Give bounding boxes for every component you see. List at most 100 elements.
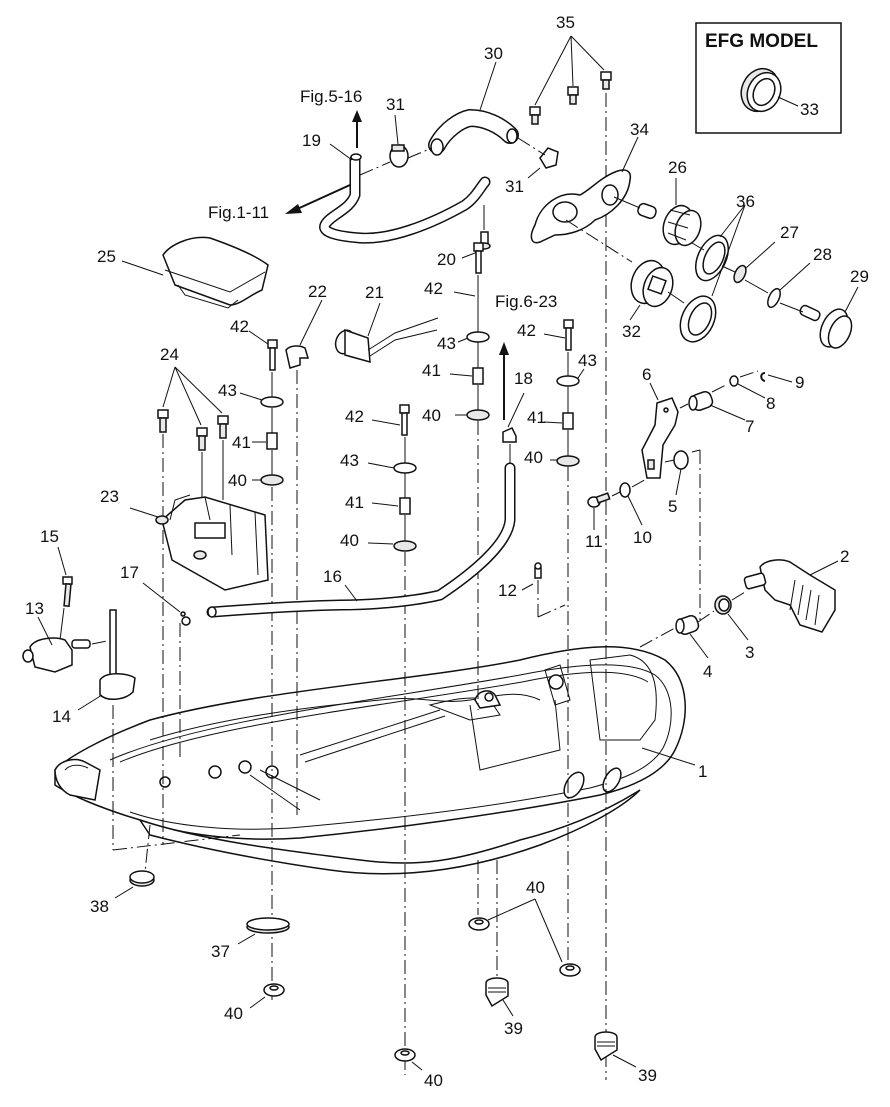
callout-28: 28: [813, 245, 832, 264]
part-31-clamp-right: [539, 147, 559, 169]
callout-26: 26: [668, 158, 687, 177]
inset-title: EFG MODEL: [705, 31, 818, 52]
callout-21: 21: [365, 283, 384, 302]
part-25-cover: [162, 236, 269, 309]
efg-model-inset: EFG MODEL 33: [695, 22, 842, 134]
part-39-cushion-a: [485, 977, 509, 1008]
callout-43-b: 43: [340, 451, 359, 470]
ref-fig-1-11: Fig.1-11: [208, 203, 269, 222]
part-26-fitting: [637, 202, 702, 247]
callout-16: 16: [323, 567, 342, 586]
part-8-washer: [729, 375, 739, 387]
part-22-clip: [285, 345, 310, 369]
callout-24: 24: [160, 345, 179, 364]
part-17-clip: [180, 611, 191, 626]
part-40-grommet-e: [263, 983, 285, 997]
callout-3: 3: [745, 643, 754, 662]
callout-42-a: 42: [230, 317, 249, 336]
part-32-plug: [630, 259, 674, 308]
callout-20: 20: [437, 250, 456, 269]
part-7-spacer: [688, 391, 714, 411]
part-11-bolt: [587, 492, 611, 508]
callout-40-d: 40: [524, 448, 543, 467]
part-29-plug: [799, 304, 853, 349]
callout-41-c: 41: [422, 361, 441, 380]
part-18-nut: [502, 427, 517, 443]
part-40-grommet-f: [468, 917, 581, 977]
callout-5: 5: [668, 497, 677, 516]
part-27-ring: [733, 264, 747, 284]
callout-10: 10: [633, 528, 652, 547]
part-15-bolt: [62, 576, 73, 608]
callout-27: 27: [780, 223, 799, 242]
callout-30: 30: [484, 44, 503, 63]
callout-40-e: 40: [224, 1004, 243, 1023]
part-21-sensor: [334, 317, 439, 364]
part-16-hose: [206, 462, 516, 618]
part-2-lever: [743, 559, 836, 633]
part-38-grommet: [129, 870, 155, 887]
part-31-clamp-left: [389, 144, 409, 168]
callout-18: 18: [514, 369, 533, 388]
part-1-bottom-cowling: [54, 646, 686, 875]
callout-36: 36: [736, 192, 755, 211]
callout-9: 9: [795, 373, 804, 392]
callout-12: 12: [498, 581, 517, 600]
part-10-washer: [619, 482, 631, 498]
part-39-cushion-b: [594, 1031, 618, 1062]
part-34-bracket: [530, 169, 632, 244]
callout-41-d: 41: [527, 408, 546, 427]
callout-25: 25: [97, 247, 116, 266]
callout-40-a: 40: [228, 471, 247, 490]
part-4-bushing: [675, 615, 700, 635]
callout-11: 11: [585, 532, 603, 551]
part-5-ring: [673, 450, 689, 470]
callout-29: 29: [850, 267, 869, 286]
callout-2: 2: [840, 547, 849, 566]
part-23-holder: [155, 494, 269, 591]
callout-22: 22: [308, 282, 327, 301]
callout-31-left: 31: [386, 95, 405, 114]
callout-1: 1: [698, 762, 707, 781]
part-28-o-ring: [767, 287, 781, 309]
callout-13: 13: [25, 599, 44, 618]
callout-35: 35: [556, 13, 575, 32]
part-33-grommet: [740, 67, 782, 113]
part-3-seal: [714, 595, 732, 615]
callout-8: 8: [766, 394, 775, 413]
part-14-handle: [99, 609, 136, 700]
callout-32: 32: [622, 322, 641, 341]
part-19-hose: [319, 153, 491, 244]
callout-34: 34: [630, 120, 649, 139]
part-40-grommet-g: [394, 1048, 416, 1062]
callout-7: 7: [745, 417, 754, 436]
callout-4: 4: [703, 662, 712, 681]
callout-31-right: 31: [505, 177, 524, 196]
callout-40-f: 40: [526, 878, 545, 897]
ref-fig-6-23: Fig.6-23: [495, 292, 557, 311]
callout-43-d: 43: [578, 351, 597, 370]
callout-41-b: 41: [345, 493, 364, 512]
callout-42-c: 42: [424, 279, 443, 298]
callout-42-b: 42: [345, 407, 364, 426]
callout-40-c: 40: [422, 406, 441, 425]
part-35-bolts: [529, 71, 612, 125]
part-36-seals: [679, 234, 729, 343]
part-9-clip: [760, 372, 766, 382]
callout-6: 6: [642, 365, 651, 384]
part-37-grommet: [246, 917, 290, 934]
callout-43-a: 43: [218, 381, 237, 400]
callout-40-b: 40: [340, 531, 359, 550]
callout-40-g: 40: [424, 1071, 443, 1090]
callout-23: 23: [100, 487, 119, 506]
callout-14: 14: [52, 707, 71, 726]
callout-38: 38: [90, 897, 109, 916]
part-12-fitting: [534, 562, 542, 579]
mount-stack-a: [260, 339, 284, 486]
callout-41-a: 41: [232, 433, 251, 452]
ref-fig-5-16: Fig.5-16: [300, 87, 362, 106]
part-13-valve: [22, 637, 91, 673]
callout-37: 37: [211, 942, 230, 961]
callout-17: 17: [120, 563, 139, 582]
